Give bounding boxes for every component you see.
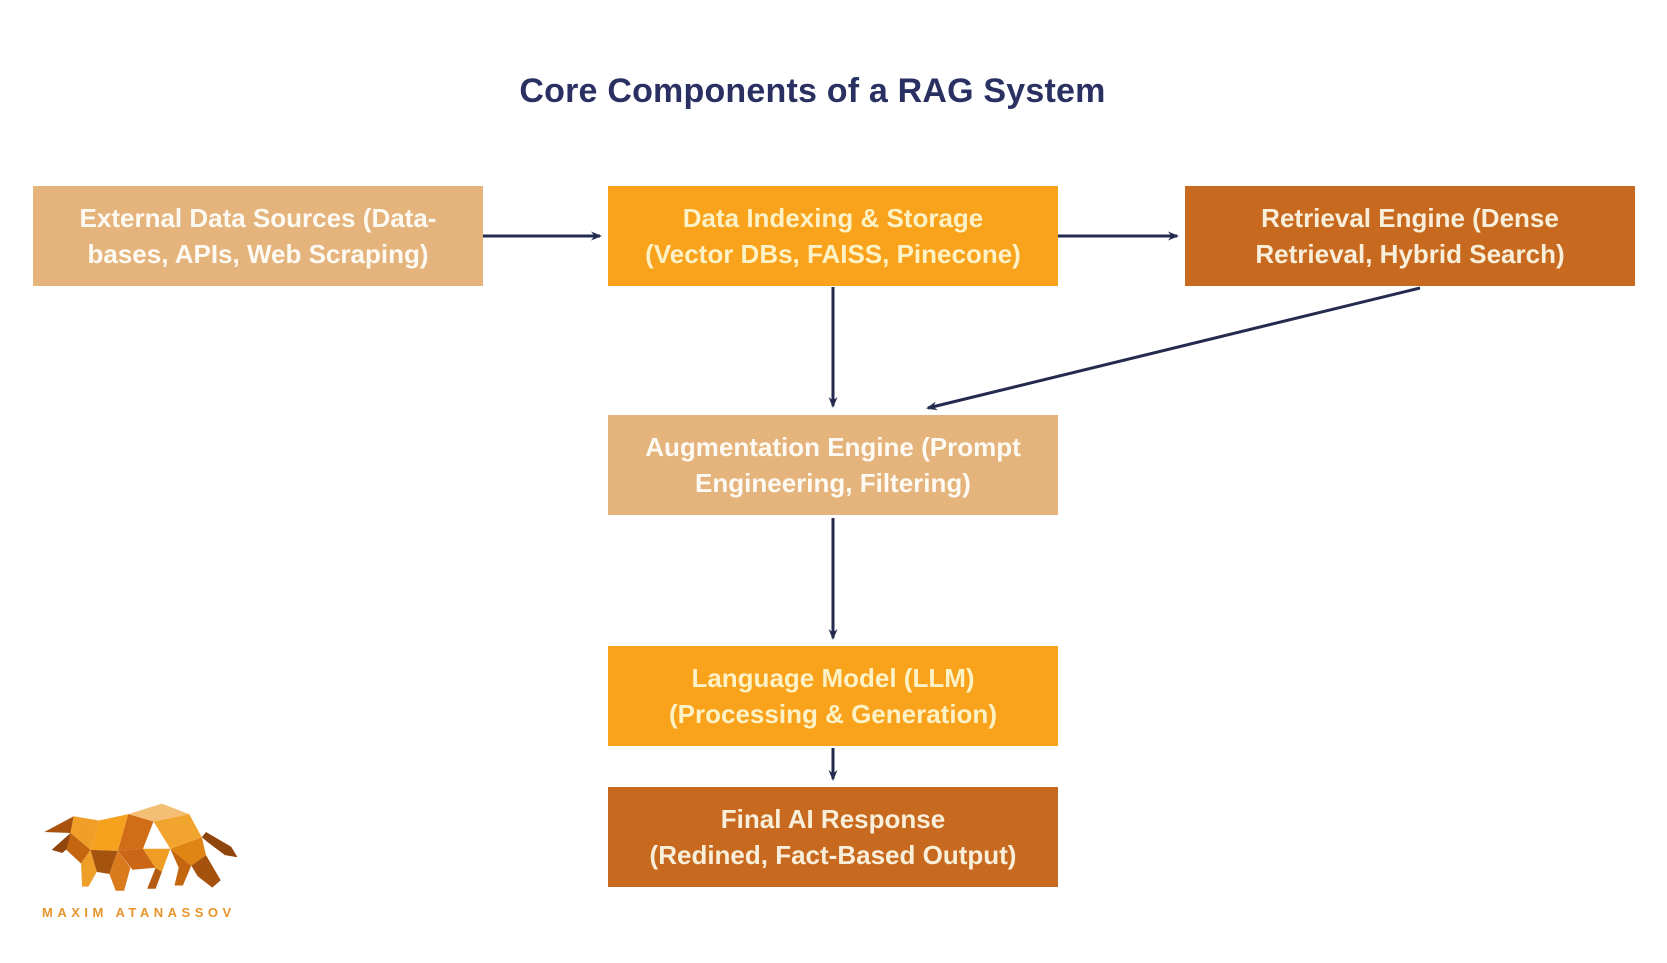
node-label-line: External Data Sources (Data- bbox=[79, 203, 437, 233]
node-data-indexing-storage: Data Indexing & Storage (Vector DBs, FAI… bbox=[608, 186, 1058, 286]
node-label-line: Engineering, Filtering) bbox=[695, 468, 971, 498]
arrow-retrieval-to-augmentation bbox=[926, 286, 1421, 411]
node-label-line: Augmentation Engine (Prompt bbox=[645, 432, 1021, 462]
node-external-data-sources: External Data Sources (Data- bases, APIs… bbox=[33, 186, 483, 286]
node-label-line: Final AI Response bbox=[720, 804, 946, 834]
node-label-line: (Redined, Fact-Based Output) bbox=[649, 840, 1017, 870]
node-label-line: Data Indexing & Storage bbox=[682, 203, 984, 233]
node-label-line: bases, APIs, Web Scraping) bbox=[87, 239, 429, 269]
node-language-model: Language Model (LLM) (Processing & Gener… bbox=[608, 646, 1058, 746]
node-final-ai-response: Final AI Response (Redined, Fact-Based O… bbox=[608, 787, 1058, 887]
page-title: Core Components of a RAG System bbox=[519, 72, 1106, 110]
node-retrieval-engine: Retrieval Engine (Dense Retrieval, Hybri… bbox=[1185, 186, 1635, 286]
node-label-line: Retrieval Engine (Dense bbox=[1261, 203, 1559, 233]
node-augmentation-engine: Augmentation Engine (Prompt Engineering,… bbox=[608, 415, 1058, 515]
node-label-line: (Processing & Generation) bbox=[669, 699, 997, 729]
node-label-line: (Vector DBs, FAISS, Pinecone) bbox=[645, 239, 1021, 269]
bull-logo-icon bbox=[44, 803, 238, 891]
node-label-line: Retrieval, Hybrid Search) bbox=[1255, 239, 1565, 269]
node-label-line: Language Model (LLM) bbox=[691, 663, 975, 693]
logo-wordmark: MAXIM ATANASSOV bbox=[42, 905, 236, 920]
